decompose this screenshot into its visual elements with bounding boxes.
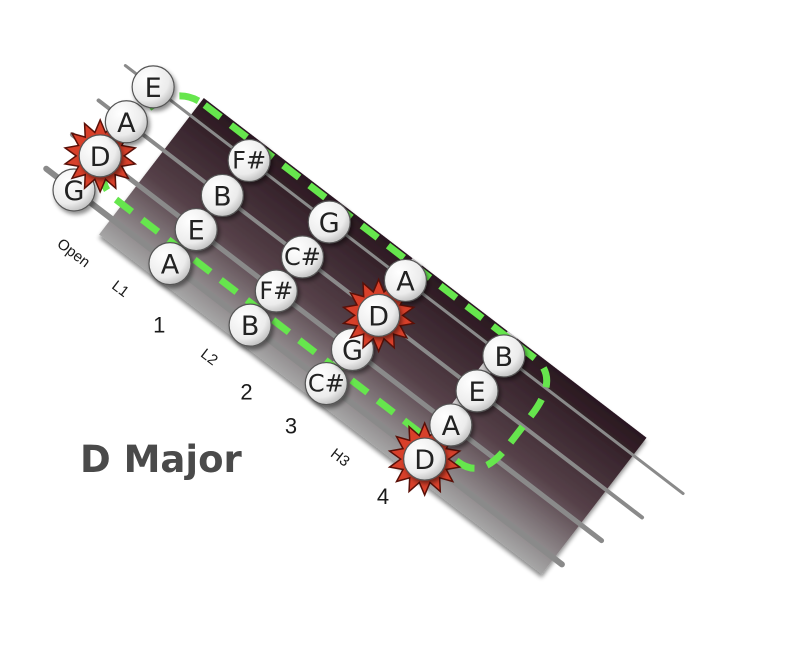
note-circle (403, 437, 447, 481)
note-marker: E (131, 65, 175, 109)
notes: G A B C# D D E F# G A A B C# D E E F# G A B (52, 65, 526, 497)
note-label: F# (259, 277, 293, 305)
position-label: 1 (153, 313, 165, 338)
note-label: G (342, 335, 363, 366)
note-circle (482, 334, 526, 378)
note-circle (131, 65, 175, 109)
note-marker: A (104, 100, 148, 144)
note-label: B (213, 181, 232, 212)
note-label: D (90, 142, 111, 173)
note-label: A (117, 108, 136, 139)
note-label: D (414, 445, 435, 476)
note-marker: G (307, 200, 351, 244)
note-label: G (319, 208, 340, 239)
note-marker: A (383, 258, 428, 303)
note-label: D (368, 301, 389, 332)
note-label: A (442, 411, 461, 442)
note-marker: C# (304, 361, 348, 406)
note-label: G (64, 176, 85, 207)
note-circle (383, 258, 428, 303)
note-marker: B (228, 303, 272, 347)
note-label: C# (284, 243, 321, 271)
note-label: C# (308, 370, 345, 398)
note-circle (227, 138, 271, 183)
note-circle (148, 242, 192, 286)
note-label: B (495, 342, 514, 373)
note-marker: C# (280, 235, 325, 279)
note-marker: A (148, 242, 192, 286)
note-circle (104, 100, 148, 144)
position-label: H3 (327, 445, 353, 470)
note-label: A (396, 266, 415, 297)
note-marker: B (200, 173, 244, 218)
note-circle (304, 361, 348, 406)
note-label: E (468, 377, 485, 408)
note-label: F# (232, 147, 266, 175)
note-marker: A (429, 403, 473, 447)
string-g (43, 165, 565, 568)
note-circle (455, 369, 499, 413)
note-circle (357, 293, 401, 337)
diagram-title: D Major (80, 438, 242, 481)
position-label: L2 (197, 345, 221, 369)
note-label: B (241, 311, 260, 342)
note-marker: E (455, 369, 499, 413)
note-label: E (145, 73, 162, 104)
position-label: 4 (377, 484, 389, 509)
note-circle (307, 200, 351, 244)
position-label: 3 (285, 414, 297, 439)
note-label: A (161, 250, 180, 281)
note-marker: F# (254, 269, 298, 313)
note-marker: B (482, 334, 526, 378)
note-circle (174, 207, 218, 252)
note-circle (429, 403, 473, 447)
note-circle (200, 173, 244, 218)
note-circle (254, 269, 298, 313)
note-circle (78, 134, 122, 178)
note-circle (228, 303, 272, 347)
position-label: Open (54, 235, 93, 271)
note-circle (280, 235, 325, 279)
position-label: 2 (240, 380, 252, 405)
note-marker: E (174, 207, 218, 252)
position-label: L1 (108, 277, 132, 301)
note-marker: F# (227, 138, 271, 183)
note-label: E (188, 216, 205, 247)
